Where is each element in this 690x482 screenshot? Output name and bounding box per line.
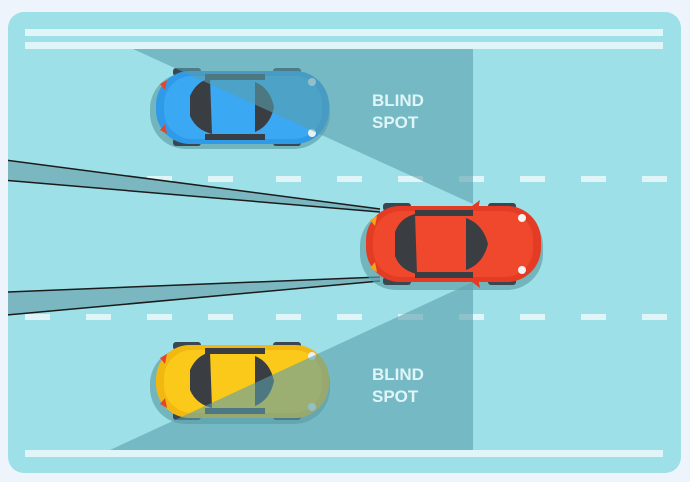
mirror-view-upper	[8, 160, 380, 212]
blind-spot-zone-top	[133, 49, 473, 204]
blind-spot-label-top-line2: SPOT	[372, 113, 419, 132]
mirror-view-lower	[8, 277, 380, 315]
blind-spot-label-bottom-line2: SPOT	[372, 387, 419, 406]
red-car	[360, 200, 543, 290]
blind-spot-label-bottom-line1: BLIND	[372, 365, 424, 384]
road-edge-line-top-2	[25, 42, 663, 49]
road-edge-line-bottom	[25, 450, 663, 457]
road-edge-line-top-1	[25, 29, 663, 36]
blind-spot-label-top-line1: BLIND	[372, 91, 424, 110]
blind-spot-zone-bottom	[110, 282, 473, 450]
